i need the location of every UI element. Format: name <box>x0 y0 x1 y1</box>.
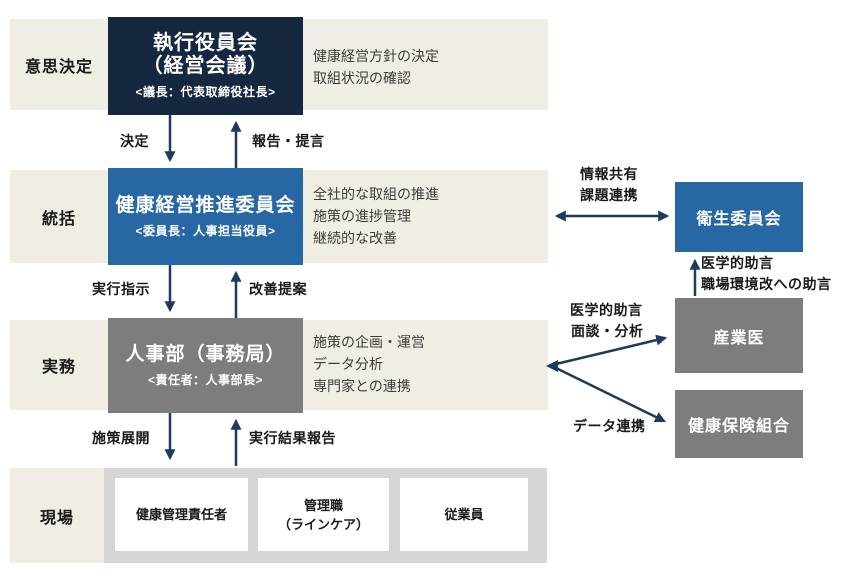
field-member-line-managers: 管理職 （ラインケア） <box>258 478 389 551</box>
flow-label-advice-top-2: 職場環境改への助言 <box>701 276 832 292</box>
occupational-physician-box: 産業医 <box>675 298 803 373</box>
executive-board-title-line2: （経営会議） <box>142 55 269 77</box>
row-label-decision: 意思決定 <box>24 58 93 76</box>
field-member-health-manager-label: 健康管理責任者 <box>135 507 227 522</box>
promotion-committee-title: 健康経営推進委員会 <box>115 195 296 216</box>
flow-label-improve: 改善提案 <box>249 281 307 297</box>
executive-board-subtitle: <議長：代表取締役社長> <box>135 85 276 99</box>
flow-label-report: 報告・提言 <box>252 133 325 149</box>
decision-description-line1: 健康経営方針の決定 <box>313 48 439 64</box>
row-label-field: 現場 <box>39 509 74 527</box>
occupational-physician-label: 産業医 <box>713 329 765 347</box>
operations-description: 施策の企画・運営 データ分析 専門家との連携 <box>313 331 425 397</box>
flow-label-result: 実行結果報告 <box>249 430 336 446</box>
supervision-description: 全社的な取組の推進 施策の進捗管理 継続的な改善 <box>313 183 439 249</box>
supervision-description-line1: 全社的な取組の推進 <box>313 186 439 202</box>
operations-description-line3: 専門家との連携 <box>313 378 411 394</box>
hr-department-box: 人事部（事務局） <責任者：人事部長> <box>108 318 303 413</box>
flow-label-advice-left-1: 医学的助言 <box>570 302 643 318</box>
executive-board-title-line1: 執行役員会 <box>153 32 258 54</box>
row-label-supervision: 統括 <box>41 210 76 228</box>
flow-label-advice-left-2: 面談・分析 <box>571 323 644 339</box>
flow-label-info-share-2: 課題連携 <box>580 187 638 203</box>
supervision-description-line2: 施策の進捗管理 <box>313 208 411 224</box>
field-member-employees-label: 従業員 <box>444 507 484 522</box>
flow-label-decide: 決定 <box>120 133 149 149</box>
field-member-line-managers-label2: （ラインケア） <box>277 516 369 532</box>
field-member-employees: 従業員 <box>400 478 528 551</box>
arrow-to-occupational-physician <box>555 334 668 366</box>
field-member-health-manager: 健康管理責任者 <box>115 478 248 551</box>
supervision-description-line3: 継続的な改善 <box>313 230 397 246</box>
flow-label-execute: 実行指示 <box>92 281 150 297</box>
hr-department-subtitle: <責任者：人事部長> <box>147 373 264 387</box>
flow-label-data-link: データ連携 <box>573 418 646 434</box>
decision-description: 健康経営方針の決定 取組状況の確認 <box>313 45 439 89</box>
row-label-operations: 実務 <box>41 359 76 376</box>
hr-department-title: 人事部（事務局） <box>125 344 286 365</box>
executive-board-box: 執行役員会 （経営会議） <議長：代表取締役社長> <box>108 17 303 115</box>
flow-label-advice-top-1: 医学的助言 <box>701 255 774 271</box>
row-field-label-background <box>10 468 104 563</box>
field-member-line-managers-label1: 管理職 <box>303 497 343 513</box>
hygiene-committee-box: 衛生委員会 <box>675 182 803 252</box>
promotion-committee-box: 健康経営推進委員会 <委員長：人事担当役員> <box>108 168 303 265</box>
operations-description-line1: 施策の企画・運営 <box>313 334 425 350</box>
hygiene-committee-label: 衛生委員会 <box>696 211 782 228</box>
health-insurance-label: 健康保険組合 <box>687 418 790 435</box>
operations-description-line2: データ分析 <box>313 356 383 372</box>
flow-label-info-share-1: 情報共有 <box>580 166 638 182</box>
promotion-committee-subtitle: <委員長：人事担当役員> <box>135 224 276 238</box>
decision-description-line2: 取組状況の確認 <box>313 70 411 86</box>
health-insurance-box: 健康保険組合 <box>675 390 803 458</box>
arrow-to-health-insurance <box>555 366 666 423</box>
flow-label-deploy: 施策展開 <box>92 430 150 446</box>
